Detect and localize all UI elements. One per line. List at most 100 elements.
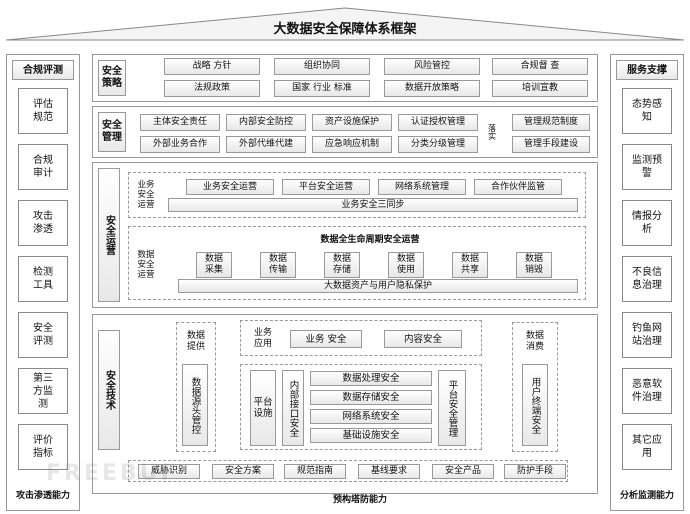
service-item-text: 钓鱼网站治理 — [632, 323, 662, 347]
strategy-item: 法规政策 — [164, 80, 260, 97]
data-provide-group — [176, 322, 216, 452]
platform-group — [240, 364, 482, 450]
defense-item: 规范指南 — [284, 464, 346, 479]
compliance-item-text: 安全评测 — [33, 323, 53, 347]
compliance-item-text: 合规审计 — [33, 155, 53, 179]
platform-item: 数据处理安全 — [310, 371, 432, 386]
lifecycle-stage-text: 数据销毁 — [524, 254, 543, 275]
lifecycle-title: 数据全生命周期安全运营 — [280, 234, 460, 246]
compliance-item-text: 攻击渗透 — [33, 211, 53, 235]
business-ops-label: 业务安全运营 — [131, 176, 161, 214]
compliance-footer: 攻击渗透能力 — [15, 490, 70, 501]
business-ops-item: 业务安全运营 — [186, 179, 274, 195]
lifecycle-stage: 数据共享 — [452, 252, 488, 278]
strategy-item: 国家 行业 标准 — [274, 80, 370, 97]
business-ops-item: 网络系统管理 — [378, 179, 466, 195]
defense-group — [128, 460, 568, 482]
data-provide-label-text: 数据提供 — [186, 331, 205, 352]
defense-item: 安全产品 — [432, 464, 494, 479]
platform-label-text: 平台设施 — [253, 397, 273, 419]
platform-item: 网络系统安全 — [310, 409, 432, 424]
service-item: 不良信息治理 — [622, 256, 672, 302]
defense-item: 基线要求 — [358, 464, 420, 479]
management-right-item: 管理规范制度 — [512, 114, 590, 131]
lifecycle-stage-text: 数据采集 — [204, 254, 223, 275]
source-control-box: 数据源头管控 — [182, 364, 208, 446]
compliance-item-text: 检测工具 — [33, 267, 53, 291]
service-item-text: 情报分析 — [632, 211, 662, 235]
platform-mgmt-box: 平台安全管理 — [438, 370, 466, 446]
business-ops-label-text: 业务安全运营 — [137, 180, 155, 210]
interface-security-text: 内部接口安全 — [287, 379, 299, 437]
strategy-item: 合规督 查 — [492, 58, 588, 75]
platform-item: 基础设施安全 — [310, 428, 432, 443]
diagram-title: 大数据安全保障体系框架 — [273, 21, 417, 37]
lifecycle-stage-text: 数据存储 — [332, 254, 351, 275]
management-item: 外部业务合作 — [140, 136, 220, 153]
service-item: 其它应用 — [622, 424, 672, 470]
service-item: 态势感知 — [622, 88, 672, 134]
technology-label: 安全技术 — [98, 330, 120, 450]
management-item: 分类分级管理 — [398, 136, 478, 153]
lifecycle-stage-text: 数据使用 — [396, 254, 415, 275]
management-item: 认证授权管理 — [398, 114, 478, 131]
service-footer: 分析监测能力 — [619, 490, 674, 501]
data-ops-group — [128, 226, 586, 300]
management-item: 内部安全防控 — [226, 114, 306, 131]
implement-label: 落实 — [487, 124, 497, 140]
data-privacy-bar: 大数据资产与用户隐私保护 — [178, 279, 578, 293]
lifecycle-stage-text: 数据共享 — [460, 254, 479, 275]
compliance-header: 合规评测 — [12, 60, 74, 80]
terminal-security-text: 用户终端安全 — [529, 376, 541, 434]
strategy-item: 培训宣教 — [492, 80, 588, 97]
compliance-item-text: 评价指标 — [33, 435, 53, 459]
content-security-box: 内容安全 — [384, 330, 462, 348]
strategy-item: 风险管控 — [384, 58, 480, 75]
compliance-item-text: 第三方监测 — [33, 372, 53, 410]
platform-label: 平台设施 — [250, 370, 276, 446]
lifecycle-stage-text: 数据传输 — [268, 254, 287, 275]
management-right-item: 管理手段建设 — [512, 136, 590, 153]
service-item-text: 态势感知 — [632, 99, 662, 123]
interface-security-box: 内部接口安全 — [282, 370, 304, 446]
service-item-text: 不良信息治理 — [632, 267, 662, 291]
compliance-item: 合规审计 — [18, 144, 68, 190]
technology-label-text: 安全技术 — [103, 370, 115, 410]
compliance-item: 安全评测 — [18, 312, 68, 358]
management-item: 应急响应机制 — [312, 136, 392, 153]
business-app-label-text: 业务应用 — [253, 328, 272, 349]
business-security-box: 业务 安全 — [290, 330, 362, 348]
management-item: 主体安全责任 — [140, 114, 220, 131]
data-ops-label: 数据安全运营 — [131, 246, 161, 284]
business-sync-bar: 业务安全三同步 — [168, 198, 578, 212]
data-consume-group — [512, 322, 558, 452]
compliance-item: 第三方监测 — [18, 368, 68, 414]
defense-item: 防护手段 — [504, 464, 566, 479]
strategy-item: 战略 方针 — [164, 58, 260, 75]
compliance-item: 评估规范 — [18, 88, 68, 134]
watermark: FREEBUF — [46, 461, 179, 486]
lifecycle-stage: 数据存储 — [324, 252, 360, 278]
business-ops-item: 合作伙伴监管 — [474, 179, 562, 195]
strategy-label-text: 安全策略 — [102, 66, 122, 89]
strategy-item: 数据开放策略 — [384, 80, 480, 97]
operations-label-text: 安全运营 — [103, 215, 115, 255]
operations-label: 安全运营 — [98, 168, 120, 302]
compliance-item: 检测工具 — [18, 256, 68, 302]
service-header: 服务支撑 — [616, 60, 678, 80]
lifecycle-stage: 数据销毁 — [516, 252, 552, 278]
service-item: 恶意软件治理 — [622, 368, 672, 414]
service-item-text: 其它应用 — [632, 435, 662, 459]
business-ops-group — [128, 172, 586, 218]
data-consume-label-text: 数据消费 — [525, 331, 544, 352]
service-item-text: 恶意软件治理 — [632, 379, 662, 403]
data-provide-label: 数据提供 — [178, 328, 214, 356]
platform-item: 数据存储安全 — [310, 390, 432, 405]
management-label-text: 安全管理 — [102, 120, 122, 143]
source-control-text: 数据源头管控 — [189, 376, 201, 434]
lifecycle-stage: 数据传输 — [260, 252, 296, 278]
defense-item: 安全方案 — [212, 464, 274, 479]
terminal-security-box: 用户终端安全 — [522, 364, 548, 446]
data-ops-label-text: 数据安全运营 — [137, 250, 155, 280]
service-item-text: 监测预警 — [632, 155, 662, 179]
